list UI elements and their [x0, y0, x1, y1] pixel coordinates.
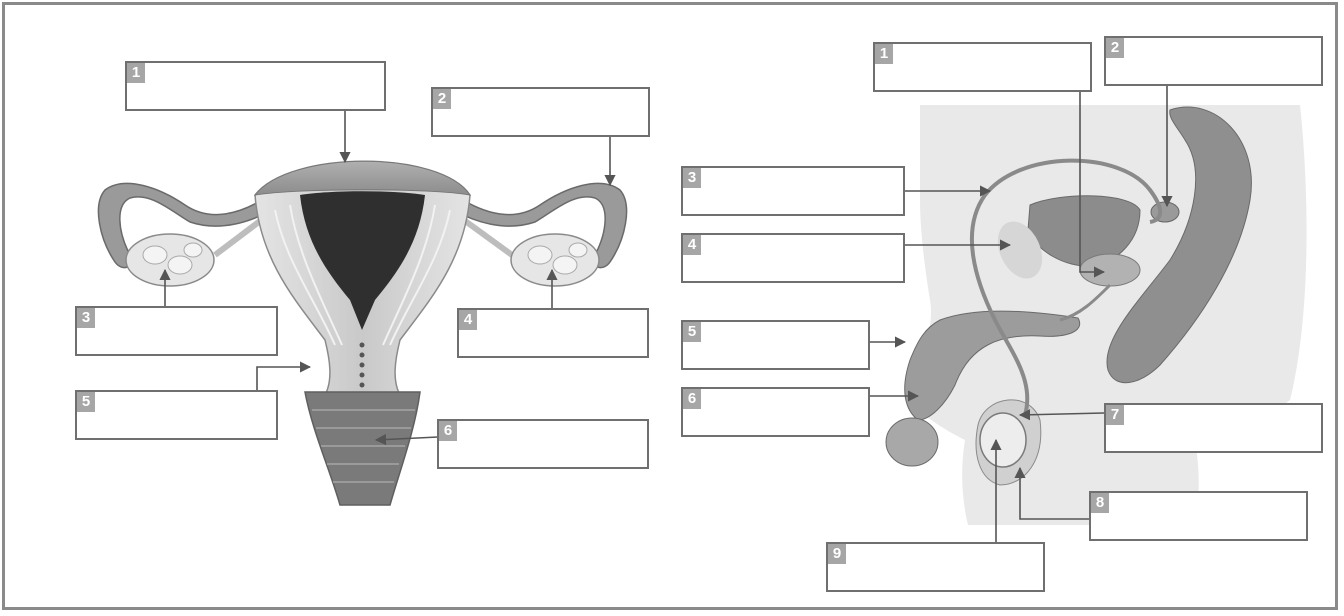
- female-label-number-3: 3: [77, 308, 95, 328]
- male-label-number-3: 3: [683, 168, 701, 188]
- male-label-box-2[interactable]: 2: [1104, 36, 1323, 86]
- female-label-number-2: 2: [433, 89, 451, 109]
- female-label-box-2[interactable]: 2: [431, 87, 650, 137]
- male-reproductive-illustration: [886, 105, 1307, 525]
- male-label-number-5: 5: [683, 322, 701, 342]
- male-label-box-8[interactable]: 8: [1089, 491, 1308, 541]
- female-label-box-5[interactable]: 5: [75, 390, 278, 440]
- male-label-number-8: 8: [1091, 493, 1109, 513]
- female-label-number-4: 4: [459, 310, 477, 330]
- male-label-number-2: 2: [1106, 38, 1124, 58]
- male-label-box-1[interactable]: 1: [873, 42, 1092, 92]
- male-label-box-6[interactable]: 6: [681, 387, 870, 437]
- male-label-box-5[interactable]: 5: [681, 320, 870, 370]
- male-label-number-6: 6: [683, 389, 701, 409]
- female-label-box-6[interactable]: 6: [437, 419, 649, 469]
- female-label-number-1: 1: [127, 63, 145, 83]
- female-label-box-4[interactable]: 4: [457, 308, 649, 358]
- male-label-number-4: 4: [683, 235, 701, 255]
- female-label-box-3[interactable]: 3: [75, 306, 278, 356]
- male-label-number-9: 9: [828, 544, 846, 564]
- male-label-box-7[interactable]: 7: [1104, 403, 1323, 453]
- male-label-number-7: 7: [1106, 405, 1124, 425]
- female-label-box-1[interactable]: 1: [125, 61, 386, 111]
- male-label-box-3[interactable]: 3: [681, 166, 905, 216]
- male-label-number-1: 1: [875, 44, 893, 64]
- male-label-box-9[interactable]: 9: [826, 542, 1045, 592]
- female-label-number-5: 5: [77, 392, 95, 412]
- female-label-number-6: 6: [439, 421, 457, 441]
- male-label-box-4[interactable]: 4: [681, 233, 905, 283]
